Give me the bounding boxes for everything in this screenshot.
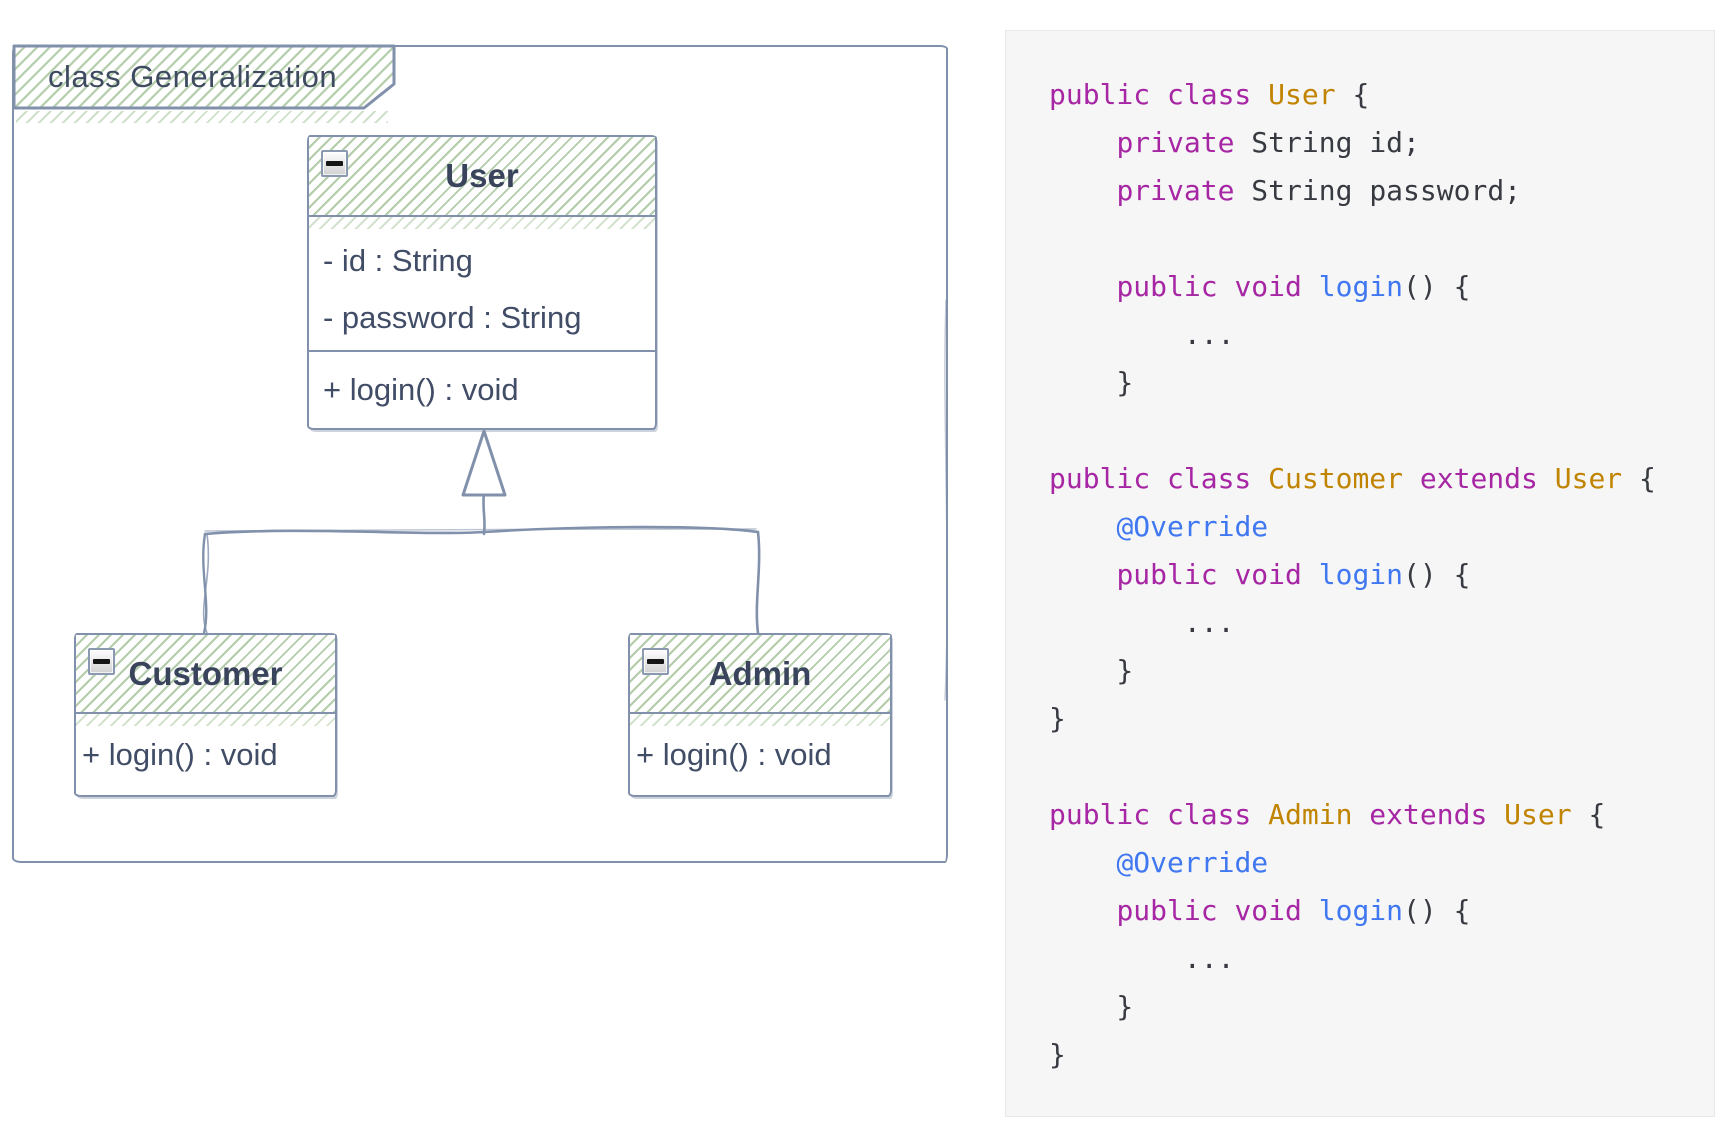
attribute: - id : String bbox=[323, 243, 473, 278]
collapse-minus-icon[interactable] bbox=[321, 150, 348, 177]
code-line: public class Customer extends User { bbox=[1049, 462, 1656, 495]
class-box-user[interactable]: User - id : String - password : String +… bbox=[307, 135, 657, 430]
class-name: Admin bbox=[708, 654, 812, 692]
code-line: public class User { bbox=[1049, 78, 1370, 111]
collapse-minus-icon[interactable] bbox=[642, 648, 669, 675]
code-line: @Override bbox=[1116, 846, 1269, 879]
code-line bbox=[1049, 215, 1714, 263]
code-line: } bbox=[1049, 1038, 1066, 1071]
class-header-user: User bbox=[309, 137, 655, 217]
code-line: ... bbox=[1049, 318, 1235, 351]
attributes-compartment: - id : String - password : String bbox=[309, 217, 655, 352]
code-line: public void login() { bbox=[1116, 894, 1471, 927]
collapse-minus-icon[interactable] bbox=[88, 648, 115, 675]
java-code: public class User { private String id; p… bbox=[1006, 31, 1714, 1079]
class-box-admin[interactable]: Admin + login() : void bbox=[628, 633, 892, 797]
code-line: } bbox=[1049, 654, 1134, 687]
method: + login() : void bbox=[323, 372, 519, 407]
class-header-customer: Customer bbox=[76, 635, 335, 714]
class-box-customer[interactable]: Customer + login() : void bbox=[74, 633, 337, 797]
methods-compartment: + login() : void bbox=[309, 352, 655, 428]
frame-title: class Generalization bbox=[48, 59, 338, 94]
code-line: ... bbox=[1049, 606, 1235, 639]
code-line: @Override bbox=[1116, 510, 1269, 543]
tab-hatch-bleed bbox=[16, 111, 388, 123]
class-name: User bbox=[445, 157, 519, 194]
methods-compartment: + login() : void bbox=[630, 714, 890, 795]
code-line: public void login() { bbox=[1116, 558, 1471, 591]
attribute: - password : String bbox=[323, 300, 582, 335]
code-line: } bbox=[1049, 990, 1134, 1023]
code-line: private String password; bbox=[1116, 174, 1522, 207]
code-line: } bbox=[1049, 702, 1066, 735]
code-line bbox=[1049, 743, 1714, 791]
frame-title-tab bbox=[12, 44, 396, 110]
method: + login() : void bbox=[636, 736, 832, 772]
code-line: } bbox=[1049, 366, 1134, 399]
code-line: public class Admin extends User { bbox=[1049, 798, 1606, 831]
code-line: private String id; bbox=[1116, 126, 1420, 159]
code-line bbox=[1049, 407, 1714, 455]
method: + login() : void bbox=[82, 736, 278, 772]
code-line: ... bbox=[1049, 942, 1235, 975]
class-header-admin: Admin bbox=[630, 635, 890, 714]
class-name: Customer bbox=[128, 654, 283, 692]
code-panel: public class User { private String id; p… bbox=[1005, 30, 1715, 1117]
methods-compartment: + login() : void bbox=[76, 714, 335, 795]
code-line: public void login() { bbox=[1116, 270, 1471, 303]
